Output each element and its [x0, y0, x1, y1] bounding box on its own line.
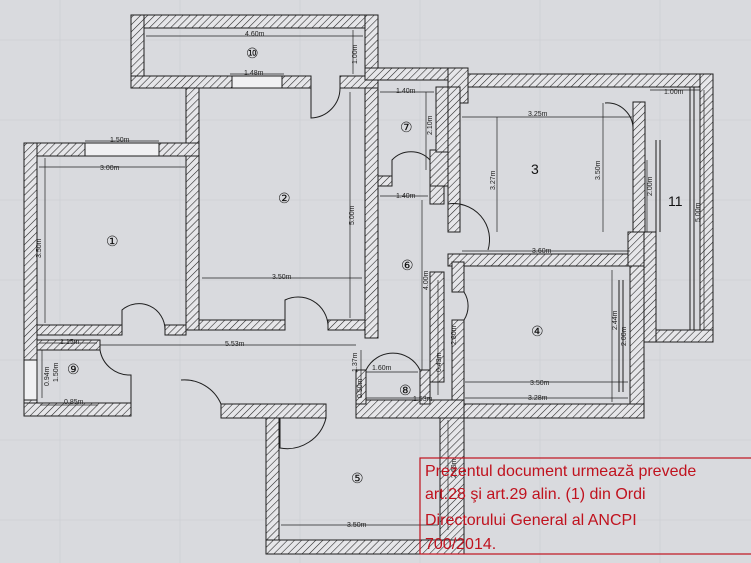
dim-room9-depth: 0.94m	[44, 366, 51, 386]
room-9-label: ⑨	[67, 361, 80, 377]
dim-room4-window: 2.00m	[621, 326, 628, 346]
dim-room1-depth: 3.50m	[36, 238, 43, 258]
balcony-11-railing	[618, 87, 695, 392]
dim-room7-depth: 2.10m	[427, 115, 434, 135]
stamp-border	[419, 457, 751, 555]
dim-room11-top: 1.00m	[664, 89, 684, 96]
dim-room2-width: 3.50m	[272, 274, 292, 281]
room-5-label: ⑤	[351, 470, 364, 486]
dim-room4-depth: 2.80m	[451, 325, 458, 345]
dim-room8-side: 0.43m	[436, 352, 443, 372]
dim-room9-bottom: 0.85m	[64, 399, 84, 406]
dim-room3-bottom: 3.60m	[532, 248, 552, 255]
dimension-lines	[39, 30, 705, 530]
room-6-label: ⑥	[401, 257, 414, 273]
dim-room8-height: 1.37m	[352, 352, 359, 372]
dim-balcony-depth: 1.00m	[352, 44, 359, 64]
stamp-line-4: 700/2014.	[425, 536, 496, 553]
dim-room4-side: 2.44m	[612, 310, 619, 330]
stamp-line-1: Prezentul document urmează prevede	[425, 463, 696, 480]
dim-hall-length: 4.00m	[423, 270, 430, 290]
dim-room11-length: 5.00m	[695, 202, 702, 222]
room-labels: ① ② 3 ④ ⑤ ⑥ ⑦ ⑧ ⑨ ⑩ 11	[67, 45, 683, 486]
room-4-label: ④	[531, 323, 544, 339]
dim-room2-window: 1.48m	[244, 70, 264, 77]
dimension-labels: 4.60m 1.00m 1.48m 1.40m 2.10m 3.25m 1.00…	[36, 31, 702, 529]
dim-room4-width: 3.50m	[530, 380, 550, 387]
ancpi-stamp: Prezentul document urmează prevede art.2…	[419, 457, 751, 555]
dim-room9-width: 1.15m	[60, 339, 80, 346]
dim-room8-width: 1.60m	[372, 365, 392, 372]
dim-corridor-length: 5.53m	[225, 341, 245, 348]
dim-room5-depth: 2.60m	[451, 458, 458, 478]
walls	[23, 14, 714, 555]
dim-room8-left: 0.50m	[357, 378, 364, 398]
dim-room5-width: 3.50m	[347, 522, 367, 529]
room-8-label: ⑧	[399, 382, 412, 398]
dim-room1-window: 1.50m	[110, 137, 130, 144]
stamp-line-3: Directorului General al ANCPI	[425, 512, 637, 529]
room-1-label: ①	[106, 233, 119, 249]
dim-room1-width: 3.00m	[100, 165, 120, 172]
windows	[23, 75, 283, 401]
room-11-label: 11	[668, 193, 683, 209]
dim-room11-inner: 2.00m	[647, 176, 654, 196]
dim-room2-depth: 5.00m	[349, 205, 356, 225]
stamp-line-2: art.28 şi art.29 alin. (1) din Ordi	[425, 486, 646, 503]
room-3-label: 3	[531, 161, 539, 177]
dim-room4-bottom: 3.28m	[528, 395, 548, 402]
dim-room3-width: 3.25m	[528, 111, 548, 118]
dim-room9-side: 1.50m	[53, 362, 60, 382]
room-2-label: ②	[278, 190, 291, 206]
dim-room3-depth: 3.27m	[490, 170, 497, 190]
room-10-label: ⑩	[246, 45, 259, 61]
dim-hall-width: 1.40m	[396, 193, 416, 200]
dim-room3-side: 3.50m	[595, 160, 602, 180]
dim-room7-width: 1.40m	[396, 88, 416, 95]
room-7-label: ⑦	[400, 119, 413, 135]
dim-balcony-width: 4.60m	[245, 31, 265, 38]
dim-room8-bottom: 1.53m	[413, 396, 433, 403]
